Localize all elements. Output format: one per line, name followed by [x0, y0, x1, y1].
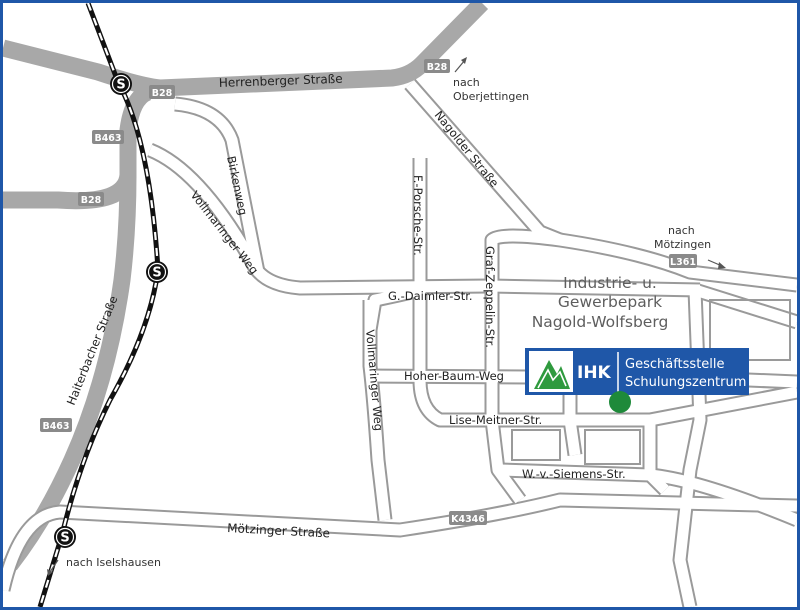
map-svg: S S S B28 B28 B463 B28 B463	[3, 3, 797, 607]
dir-moetzingen-2: Mötzingen	[654, 238, 711, 251]
label-hoher-baum-weg: Hoher-Baum-Weg	[404, 369, 504, 383]
s-bahn-label-3: S	[60, 531, 69, 546]
route-shield-k4346: K4346	[449, 511, 487, 525]
road-graf-zeppelin	[486, 290, 525, 504]
route-shield-b28-top-right: B28	[424, 59, 450, 73]
s-bahn-station-icon: S	[110, 73, 132, 95]
route-shield-b463-lower: B463	[40, 418, 72, 432]
road-moetzinger-strasse	[3, 494, 797, 592]
svg-text:B28: B28	[427, 62, 448, 73]
s-bahn-label-1: S	[116, 78, 125, 93]
road-l361	[486, 230, 797, 291]
road-vollmaringer-weg-upper	[147, 144, 491, 294]
dir-oberjettingen-1: nach	[453, 76, 480, 89]
road-lise-meitner	[414, 379, 797, 426]
route-shield-b28-left: B28	[78, 192, 104, 206]
road-vollmaringer-weg-lower	[364, 300, 391, 521]
location-marker-icon	[609, 391, 631, 413]
label-graf-zeppelin-str: Graf-Zeppelin-Str.	[483, 246, 497, 348]
label-lise-meitner-str: Lise-Meitner-Str.	[449, 413, 542, 427]
s-bahn-station-icon: S	[54, 526, 76, 548]
svg-text:B463: B463	[42, 421, 69, 432]
route-shields: B28 B28 B463 B28 B463 L361 K4346	[40, 59, 697, 525]
direction-notes: nach Oberjettingen nach Mötzingen nach I…	[47, 57, 726, 576]
label-moetzinger-strasse: Mötzinger Straße	[227, 521, 331, 540]
label-nagolder-strasse: Nagolder Straße	[432, 108, 502, 190]
railway	[37, 3, 161, 607]
building-blocks	[511, 299, 791, 465]
route-shield-b463-upper: B463	[92, 130, 124, 144]
area-line-1: Industrie- u.	[563, 274, 657, 292]
dir-moetzingen-1: nach	[668, 224, 695, 237]
road-link-vollm	[364, 284, 422, 331]
ihk-callout: IHK Geschäftsstelle Schulungszentrum	[525, 348, 749, 395]
route-shield-b28-top-left: B28	[149, 85, 175, 99]
ihk-line-1: Geschäftsstelle	[625, 357, 725, 372]
label-siemens-str: W.-v.-Siemens-Str.	[522, 467, 626, 481]
dir-iselshausen: nach Iselshausen	[66, 556, 161, 569]
route-shield-l361: L361	[669, 254, 697, 268]
area-line-3: Nagold-Wolfsberg	[532, 313, 669, 331]
direction-arrow-icon	[707, 259, 726, 269]
svg-text:L361: L361	[670, 257, 696, 268]
direction-arrow-icon	[47, 559, 59, 576]
s-bahn-station-icon: S	[146, 261, 168, 283]
ihk-logo-text: IHK	[577, 363, 612, 383]
svg-text:B28: B28	[152, 88, 173, 99]
label-g-daimler-str: G.-Daimler-Str.	[388, 289, 473, 303]
label-herrenberger-strasse: Herrenberger Straße	[219, 72, 343, 90]
industrial-area-label: Industrie- u. Gewerbepark Nagold-Wolfsbe…	[532, 274, 669, 331]
road-g-daimler-east	[489, 280, 701, 296]
direction-arrow-icon	[454, 57, 467, 73]
area-line-2: Gewerbepark	[558, 293, 662, 311]
road-east-link	[693, 284, 797, 328]
label-f-porsche-str: F.-Porsche-Str.	[411, 175, 425, 256]
road-birkenweg	[174, 98, 264, 274]
rail-line-dashes	[38, 3, 160, 607]
svg-text:K4346: K4346	[451, 514, 485, 525]
ihk-line-2: Schulungszentrum	[625, 375, 746, 390]
svg-text:B28: B28	[81, 195, 102, 206]
svg-text:B463: B463	[94, 133, 121, 144]
s-bahn-label-2: S	[152, 266, 161, 281]
ihk-mountain-logo-icon	[534, 360, 570, 389]
dir-oberjettingen-2: Oberjettingen	[453, 90, 529, 103]
